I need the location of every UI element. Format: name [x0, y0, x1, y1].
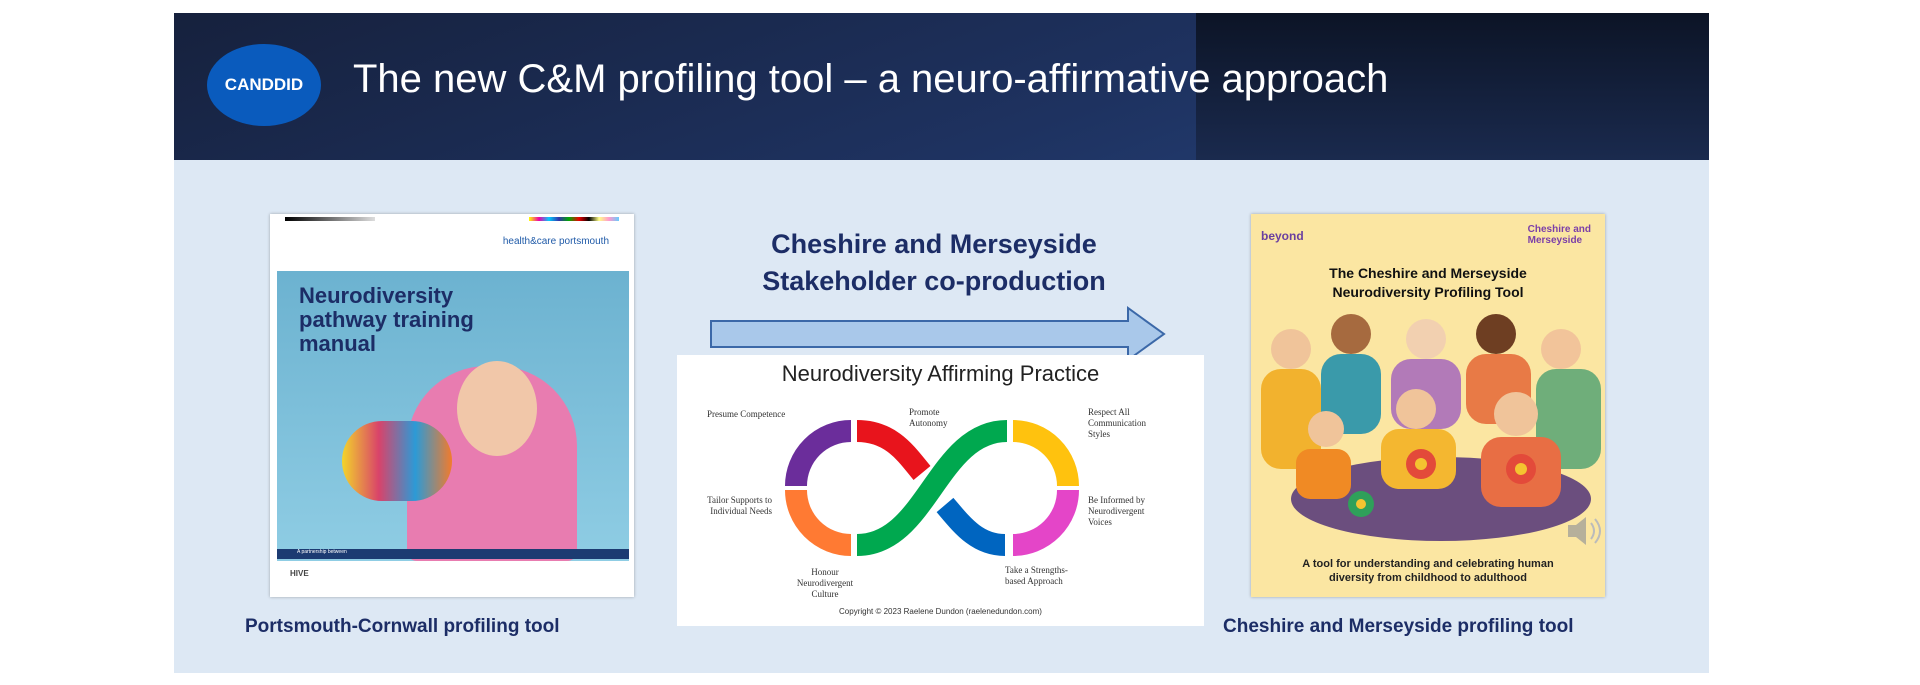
diagram-title: Neurodiversity Affirming Practice [781, 361, 1100, 386]
slide-title: The new C&M profiling tool – a neuro-aff… [353, 57, 1389, 101]
label-strengths-based: Take a Strengths-based Approach [1005, 565, 1068, 586]
healthcare-portsmouth-logo: health&care portsmouth [502, 236, 609, 247]
label-promote-autonomy: Promote Autonomy [909, 407, 948, 428]
infinity-icon [785, 420, 1079, 556]
beyond-logo: beyond [1261, 229, 1304, 243]
label-respect-communication: Respect All Communication Styles [1088, 407, 1146, 439]
canddid-logo: CANDDID [207, 44, 321, 126]
header-shade [1196, 13, 1709, 160]
right-arrow-icon [710, 306, 1166, 362]
print-marks [285, 217, 619, 221]
affirming-practice-diagram: Neurodiversity Affirming Practice Presum… [677, 355, 1204, 626]
slide-header: CANDDID The new C&M profiling tool – a n… [174, 13, 1709, 160]
label-tailor-supports: Tailor Supports to Individual Needs [707, 495, 772, 516]
children-illustration [1261, 314, 1601, 541]
diagram-copyright: Copyright © 2023 Raelene Dundon (raelene… [839, 607, 1042, 616]
profiling-tool-subtitle: A tool for understanding and celebrating… [1302, 558, 1554, 584]
slide: CANDDID The new C&M profiling tool – a n… [174, 13, 1709, 673]
partnership-strip: A partnership between [277, 549, 629, 559]
left-caption: Portsmouth-Cornwall profiling tool [245, 616, 560, 637]
partner-logos: HIVE [290, 569, 309, 578]
label-be-informed: Be Informed by Neurodivergent Voices [1088, 495, 1145, 527]
label-honour-culture: Honour Neurodivergent Culture [796, 567, 854, 599]
label-presume-competence: Presume Competence [707, 409, 786, 419]
girl-face [457, 361, 537, 456]
right-caption: Cheshire and Merseyside profiling tool [1223, 616, 1574, 637]
puzzle-heart-image [342, 421, 452, 501]
speaker-icon[interactable] [1564, 513, 1604, 549]
